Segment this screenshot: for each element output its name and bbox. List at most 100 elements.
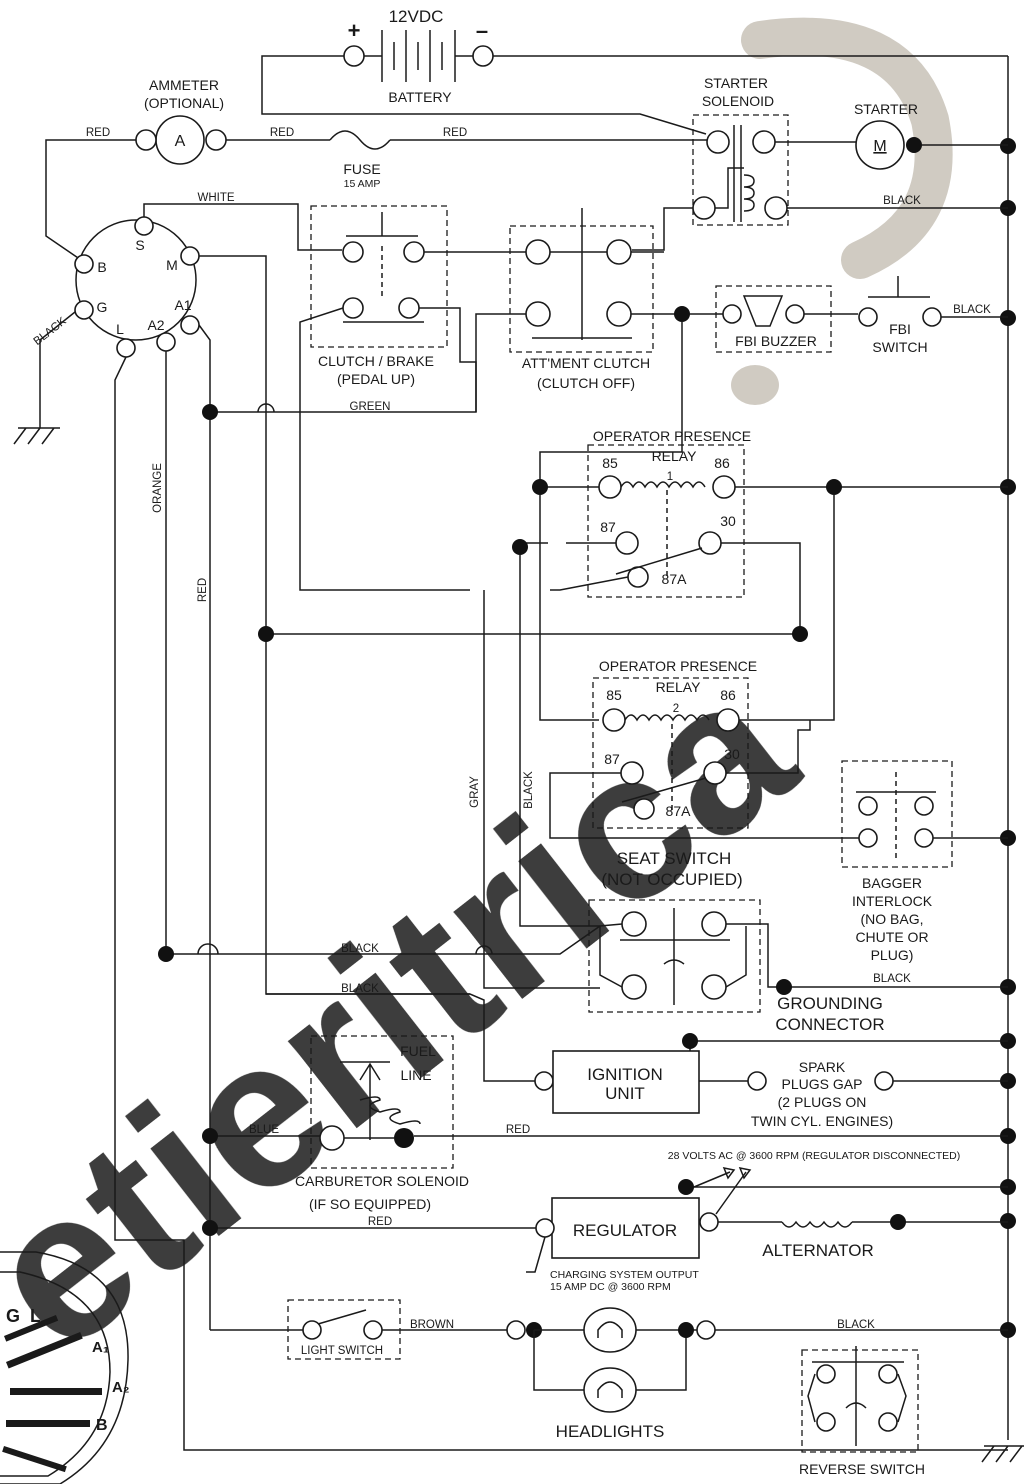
svg-text:BLACK: BLACK xyxy=(523,771,535,809)
battery-label: BATTERY xyxy=(388,89,452,105)
svg-text:ALTERNATOR: ALTERNATOR xyxy=(762,1241,873,1260)
svg-text:L: L xyxy=(30,1306,41,1326)
ignition-connector-inset: G L A₁ A₂ B xyxy=(0,1251,130,1484)
svg-text:OPERATOR PRESENCE: OPERATOR PRESENCE xyxy=(599,658,757,674)
svg-text:BLACK: BLACK xyxy=(883,195,921,207)
svg-text:ORANGE: ORANGE xyxy=(152,463,164,513)
svg-text:TWIN CYL. ENGINES): TWIN CYL. ENGINES) xyxy=(751,1113,893,1129)
ignition-unit: BLACK IGNITION UNIT SPARK PLUGS GAP (2 P… xyxy=(266,983,1008,1129)
svg-text:M: M xyxy=(166,257,178,273)
svg-text:BROWN: BROWN xyxy=(410,1319,454,1331)
svg-text:CHARGING SYSTEM OUTPUT: CHARGING SYSTEM OUTPUT xyxy=(550,1269,699,1281)
svg-text:RED: RED xyxy=(86,127,110,139)
light-switch: BROWN LIGHT SWITCH xyxy=(210,1299,507,1360)
svg-text:ATT'MENT CLUTCH: ATT'MENT CLUTCH xyxy=(522,355,650,371)
svg-text:OPERATOR PRESENCE: OPERATOR PRESENCE xyxy=(593,428,751,444)
svg-text:A₁: A₁ xyxy=(92,1339,109,1356)
svg-text:A1: A1 xyxy=(174,297,191,313)
battery: 12VDC + – BATTERY xyxy=(261,7,707,135)
svg-text:M: M xyxy=(873,138,886,155)
svg-text:STARTER: STARTER xyxy=(854,101,918,117)
svg-text:(PEDAL UP): (PEDAL UP) xyxy=(337,371,415,387)
svg-text:(OPTIONAL): (OPTIONAL) xyxy=(144,95,224,111)
svg-text:RELAY: RELAY xyxy=(652,448,698,464)
green-wire: GREEN xyxy=(202,401,390,420)
reverse-switch: REVERSE SWITCH xyxy=(799,1346,925,1477)
svg-text:B: B xyxy=(96,1417,108,1434)
battery-plus: + xyxy=(348,18,361,43)
svg-text:BLACK: BLACK xyxy=(873,973,911,985)
svg-text:30: 30 xyxy=(724,746,740,762)
svg-text:(NO BAG,: (NO BAG, xyxy=(860,911,923,927)
svg-text:G: G xyxy=(6,1306,20,1326)
svg-text:AMMETER: AMMETER xyxy=(149,77,219,93)
svg-text:G: G xyxy=(97,299,108,315)
svg-text:BLACK: BLACK xyxy=(953,304,991,316)
svg-text:A: A xyxy=(175,133,186,150)
svg-text:STARTER: STARTER xyxy=(704,75,768,91)
bagger-interlock: BAGGER INTERLOCK (NO BAG, CHUTE OR PLUG)… xyxy=(841,760,1008,985)
svg-text:RED: RED xyxy=(368,1216,392,1228)
svg-text:IGNITION: IGNITION xyxy=(587,1065,663,1084)
svg-text:87: 87 xyxy=(600,519,616,535)
svg-text:87: 87 xyxy=(604,751,620,767)
starter-solenoid: STARTER SOLENOID BLACK xyxy=(632,75,1008,251)
svg-text:GREEN: GREEN xyxy=(350,401,391,413)
svg-text:FBI BUZZER: FBI BUZZER xyxy=(735,333,817,349)
svg-text:GRAY: GRAY xyxy=(469,776,481,808)
svg-text:LINE: LINE xyxy=(400,1067,431,1083)
svg-text:A₂: A₂ xyxy=(112,1379,130,1396)
ammeter: AMMETER (OPTIONAL) A RED RED xyxy=(45,77,330,263)
svg-text:SOLENOID: SOLENOID xyxy=(702,93,774,109)
svg-text:85: 85 xyxy=(606,687,622,703)
fbi-switch: BLACK FBI SWITCH xyxy=(858,276,1008,355)
svg-text:(2 PLUGS ON: (2 PLUGS ON xyxy=(778,1094,867,1110)
svg-text:LIGHT SWITCH: LIGHT SWITCH xyxy=(301,1345,383,1357)
operator-presence-relay-2: OPERATOR PRESENCE RELAY 85 86 2 87 30 87… xyxy=(549,658,860,839)
crossing-wires: BLACK GRAY xyxy=(258,495,835,989)
svg-text:S: S xyxy=(135,237,144,253)
headlights: BLACK HEADLIGHTS xyxy=(506,1307,1008,1441)
svg-text:SWITCH: SWITCH xyxy=(872,339,927,355)
svg-text:BLACK: BLACK xyxy=(341,983,379,995)
svg-text:(IF SO EQUIPPED): (IF SO EQUIPPED) xyxy=(309,1196,431,1212)
svg-text:REGULATOR: REGULATOR xyxy=(573,1221,677,1240)
svg-text:87A: 87A xyxy=(662,571,688,587)
svg-text:CLUTCH / BRAKE: CLUTCH / BRAKE xyxy=(318,353,434,369)
svg-text:87A: 87A xyxy=(666,803,692,819)
svg-text:FUEL: FUEL xyxy=(400,1043,436,1059)
svg-text:CARBURETOR SOLENOID: CARBURETOR SOLENOID xyxy=(295,1173,469,1189)
svg-text:RED: RED xyxy=(197,578,209,602)
watermark-text: etieritrica xyxy=(0,627,835,1396)
seat-switch: SEAT SWITCH (NOT OCCUPIED) BLACK GROUNDI… xyxy=(158,849,1008,1034)
svg-text:SPARK: SPARK xyxy=(799,1059,846,1075)
svg-text:CONNECTOR: CONNECTOR xyxy=(775,1015,884,1034)
svg-text:L: L xyxy=(116,321,124,337)
svg-text:SEAT SWITCH: SEAT SWITCH xyxy=(617,849,732,868)
svg-text:WHITE: WHITE xyxy=(197,192,234,204)
svg-text:1: 1 xyxy=(667,471,673,483)
svg-text:RED: RED xyxy=(506,1124,530,1136)
svg-text:2: 2 xyxy=(673,703,679,715)
operator-presence-relay-1: OPERATOR PRESENCE RELAY 85 86 1 87 30 87… xyxy=(512,428,1008,721)
svg-text:PLUGS GAP: PLUGS GAP xyxy=(782,1076,863,1092)
svg-text:BLACK: BLACK xyxy=(837,1319,875,1331)
svg-text:15 AMP DC @ 3600 RPM: 15 AMP DC @ 3600 RPM xyxy=(550,1281,671,1293)
svg-text:(NOT OCCUPIED): (NOT OCCUPIED) xyxy=(601,870,742,889)
svg-text:RELAY: RELAY xyxy=(656,679,702,695)
svg-text:85: 85 xyxy=(602,455,618,471)
svg-text:RED: RED xyxy=(270,127,294,139)
svg-text:86: 86 xyxy=(720,687,736,703)
carburetor-solenoid: FUEL LINE BLUE RED CARBURETOR SOLENOID (… xyxy=(202,1035,1008,1212)
battery-minus: – xyxy=(476,18,488,43)
svg-text:PLUG): PLUG) xyxy=(871,947,914,963)
battery-voltage: 12VDC xyxy=(389,7,444,26)
fbi-buzzer: FBI BUZZER xyxy=(539,285,858,487)
clutch-brake-switch: CLUTCH / BRAKE (PEDAL UP) xyxy=(210,205,528,591)
svg-text:FBI: FBI xyxy=(889,321,911,337)
svg-text:HEADLIGHTS: HEADLIGHTS xyxy=(556,1422,665,1441)
svg-text:FUSE: FUSE xyxy=(343,161,380,177)
attachment-clutch-switch: ATT'MENT CLUTCH (CLUTCH OFF) xyxy=(475,208,682,412)
svg-text:B: B xyxy=(97,259,106,275)
